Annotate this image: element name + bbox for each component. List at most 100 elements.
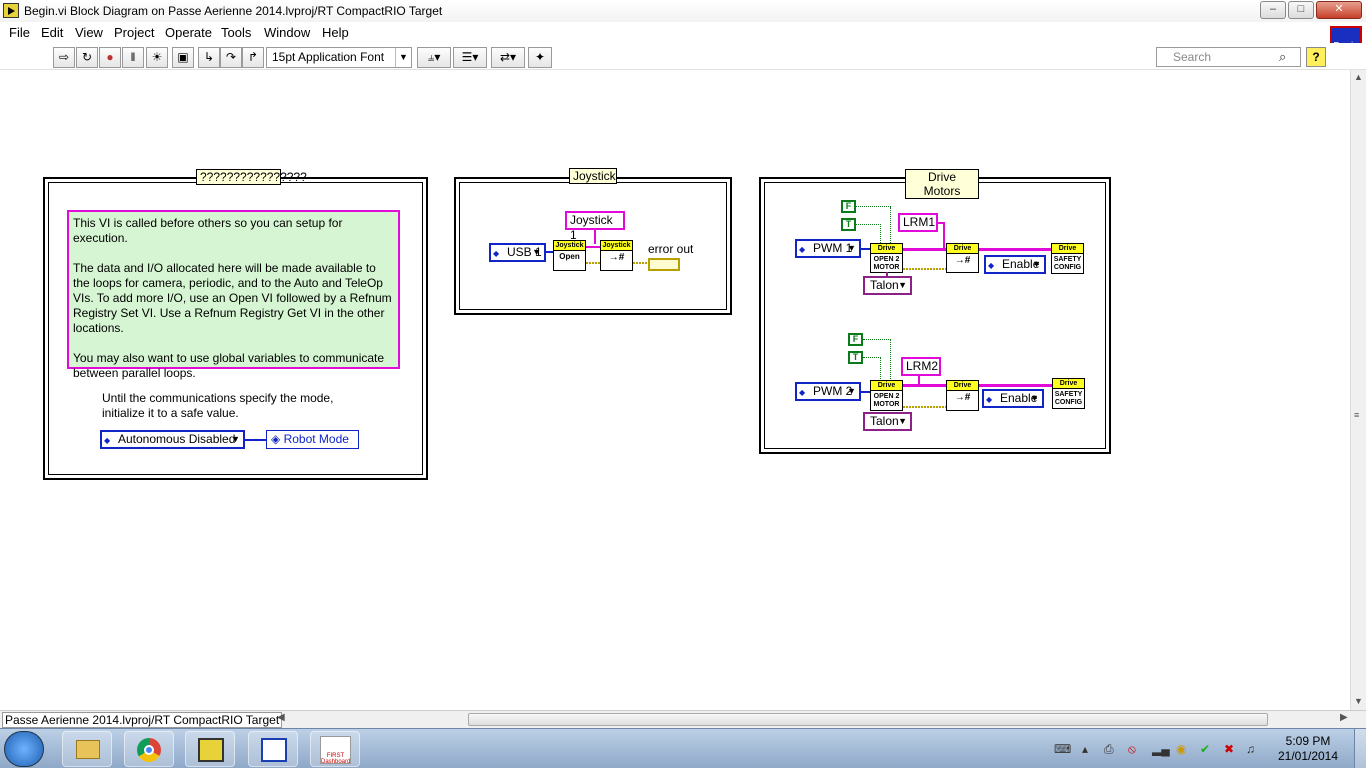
- scroll-up-icon[interactable]: ▲: [1354, 72, 1363, 82]
- run-arrow-icon[interactable]: ⇨: [53, 47, 75, 68]
- check-icon[interactable]: ✔: [1200, 742, 1211, 756]
- run-continuously-icon[interactable]: ↻: [76, 47, 98, 68]
- lrm1-constant[interactable]: LRM1: [898, 213, 938, 232]
- keyboard-icon[interactable]: ⌨: [1054, 742, 1072, 756]
- talon-constant-2[interactable]: Talon ▼: [863, 412, 912, 431]
- close-button[interactable]: ✕: [1316, 1, 1362, 19]
- drive-error-wire-2: [903, 406, 947, 408]
- scroll-grip-icon[interactable]: ≡: [1354, 410, 1360, 420]
- robot-mode-global[interactable]: ◈ Robot Mode: [266, 430, 359, 449]
- system-clock[interactable]: 5:09 PM 21/01/2014: [1268, 734, 1348, 764]
- menu-edit[interactable]: Edit: [41, 25, 64, 40]
- joystick-open-node[interactable]: Joystick Open: [553, 240, 586, 271]
- search-icon[interactable]: ⌕: [1279, 49, 1287, 64]
- align-objects-icon[interactable]: ⫨▾: [417, 47, 451, 68]
- clock-date: 21/01/2014: [1277, 749, 1339, 763]
- talon-constant-1[interactable]: Talon ▼: [863, 276, 912, 295]
- scroll-left-icon[interactable]: ◀: [277, 712, 285, 723]
- context-help-button[interactable]: ?: [1306, 47, 1326, 67]
- highlight-execution-icon[interactable]: ☀: [146, 47, 168, 68]
- step-out-icon[interactable]: ↱: [242, 47, 264, 68]
- first-dashboard-icon[interactable]: FIRST Dashboard: [310, 731, 360, 767]
- drive-registry-set-node-1[interactable]: Drive →#: [946, 243, 979, 273]
- drive-safety-config-node-2[interactable]: Drive SAFETY CONFIG: [1052, 378, 1085, 409]
- menu-operate[interactable]: Operate: [165, 25, 212, 40]
- step-into-icon[interactable]: ↳: [198, 47, 220, 68]
- start-button-icon[interactable]: [4, 731, 44, 767]
- step-over-icon[interactable]: ↷: [220, 47, 242, 68]
- pwm1-constant[interactable]: ◆ PWM 1 ▼: [795, 239, 861, 258]
- safety-body-1: SAFETY CONFIG: [1053, 256, 1082, 271]
- distribute-objects-icon[interactable]: ☰▾: [453, 47, 487, 68]
- security-icon[interactable]: ◉: [1176, 742, 1187, 756]
- menu-file[interactable]: File: [9, 25, 30, 40]
- labview-app-icon[interactable]: [3, 3, 19, 18]
- horizontal-scrollbar[interactable]: [468, 713, 1268, 726]
- joystick-frame-label[interactable]: Joystick: [569, 168, 617, 184]
- setup-comment[interactable]: This VI is called before others so you c…: [67, 210, 400, 380]
- chevron-down-icon: ▼: [847, 386, 856, 396]
- usb-device-icon[interactable]: ⎙: [1104, 742, 1114, 756]
- drive-error-wire-1: [903, 268, 947, 270]
- comment-line-1: This VI is called before others so you c…: [73, 216, 343, 245]
- vertical-scrollbar[interactable]: ▲ ≡ ▼: [1350, 70, 1366, 710]
- drive-frame-label[interactable]: Drive Motors: [905, 169, 979, 199]
- robot-mode-constant[interactable]: ◆ Autonomous Disabled ▼: [100, 430, 245, 449]
- joystick-usb-constant[interactable]: ◆ USB 1 ▼: [489, 243, 546, 262]
- lrm2-wire: [918, 376, 920, 384]
- menu-window[interactable]: Window: [264, 25, 311, 40]
- true-constant-2[interactable]: T: [848, 351, 863, 364]
- joystick-registry-set-node[interactable]: Joystick →#: [600, 240, 633, 271]
- labview-project-icon[interactable]: [248, 731, 298, 767]
- scroll-right-icon[interactable]: ▶: [1340, 712, 1348, 723]
- ring-prefix-icon: ◆: [493, 249, 500, 258]
- reorder-icon[interactable]: ⇄▾: [491, 47, 525, 68]
- show-desktop-button[interactable]: [1354, 729, 1366, 768]
- blocked-icon[interactable]: ⦸: [1128, 742, 1136, 756]
- labview-icon[interactable]: [185, 731, 235, 767]
- signal-icon[interactable]: ▂▄: [1152, 742, 1170, 756]
- application-instance-label[interactable]: Passe Aerienne 2014.lvproj/RT CompactRIO…: [2, 712, 283, 728]
- joystick-set-body: →#: [608, 252, 625, 263]
- block-diagram-canvas[interactable]: ???????????????? This VI is called befor…: [0, 70, 1350, 710]
- alert-icon[interactable]: ✖: [1224, 742, 1235, 756]
- drive-ref-wire-2b: [979, 384, 1053, 387]
- setup-frame-label[interactable]: ????????????????: [196, 169, 307, 185]
- lrm2-constant[interactable]: LRM2: [901, 357, 941, 376]
- joystick-name-constant[interactable]: Joystick 1: [565, 211, 625, 242]
- drive-open-node-2[interactable]: Drive OPEN 2 MOTOR: [870, 380, 903, 411]
- menu-project[interactable]: Project: [114, 25, 155, 40]
- drive-open-node-1[interactable]: Drive OPEN 2 MOTOR: [870, 243, 903, 273]
- scroll-down-icon[interactable]: ▼: [1354, 696, 1363, 706]
- drive-ref-wire-1: [903, 248, 947, 251]
- search-input[interactable]: Search: [1156, 47, 1301, 67]
- pwm2-constant[interactable]: ◆ PWM 2 ▼: [795, 382, 861, 401]
- abort-icon[interactable]: ●: [99, 47, 121, 68]
- enable-constant-2[interactable]: ◆ Enable ▼: [982, 389, 1044, 408]
- drive-safety-config-node-1[interactable]: Drive SAFETY CONFIG: [1051, 243, 1084, 274]
- file-explorer-icon[interactable]: [62, 731, 112, 767]
- menu-tools[interactable]: Tools: [221, 25, 252, 40]
- drive-registry-set-node-2[interactable]: Drive →#: [946, 380, 979, 411]
- retain-wire-values-icon[interactable]: ▣: [172, 47, 194, 68]
- show-hidden-icons-icon[interactable]: ▴: [1082, 742, 1089, 756]
- menu-help[interactable]: Help: [322, 25, 349, 40]
- safe-mode-note: Until the communications specify the mod…: [102, 391, 334, 420]
- clean-up-diagram-icon[interactable]: ✦: [528, 47, 552, 68]
- enable-constant-1[interactable]: ◆ Enable ▼: [984, 255, 1046, 274]
- false-constant-1[interactable]: F: [841, 200, 856, 213]
- volume-muted-icon[interactable]: ♫: [1246, 742, 1255, 756]
- enable-value-2: Enable: [1000, 391, 1038, 405]
- false-constant-2[interactable]: F: [848, 333, 863, 346]
- menu-view[interactable]: View: [75, 25, 103, 40]
- maximize-button[interactable]: □: [1288, 1, 1314, 19]
- chrome-icon[interactable]: [124, 731, 174, 767]
- ring-prefix-icon: ◆: [986, 395, 993, 404]
- minimize-button[interactable]: –: [1260, 1, 1286, 19]
- font-select[interactable]: 15pt Application Font ▼: [266, 47, 412, 68]
- true-constant-1[interactable]: T: [841, 218, 856, 231]
- pause-icon[interactable]: ‖: [122, 47, 144, 68]
- error-out-indicator[interactable]: [648, 258, 680, 271]
- talon-value-2: Talon: [870, 414, 899, 428]
- joystick-error-wire: [586, 262, 601, 264]
